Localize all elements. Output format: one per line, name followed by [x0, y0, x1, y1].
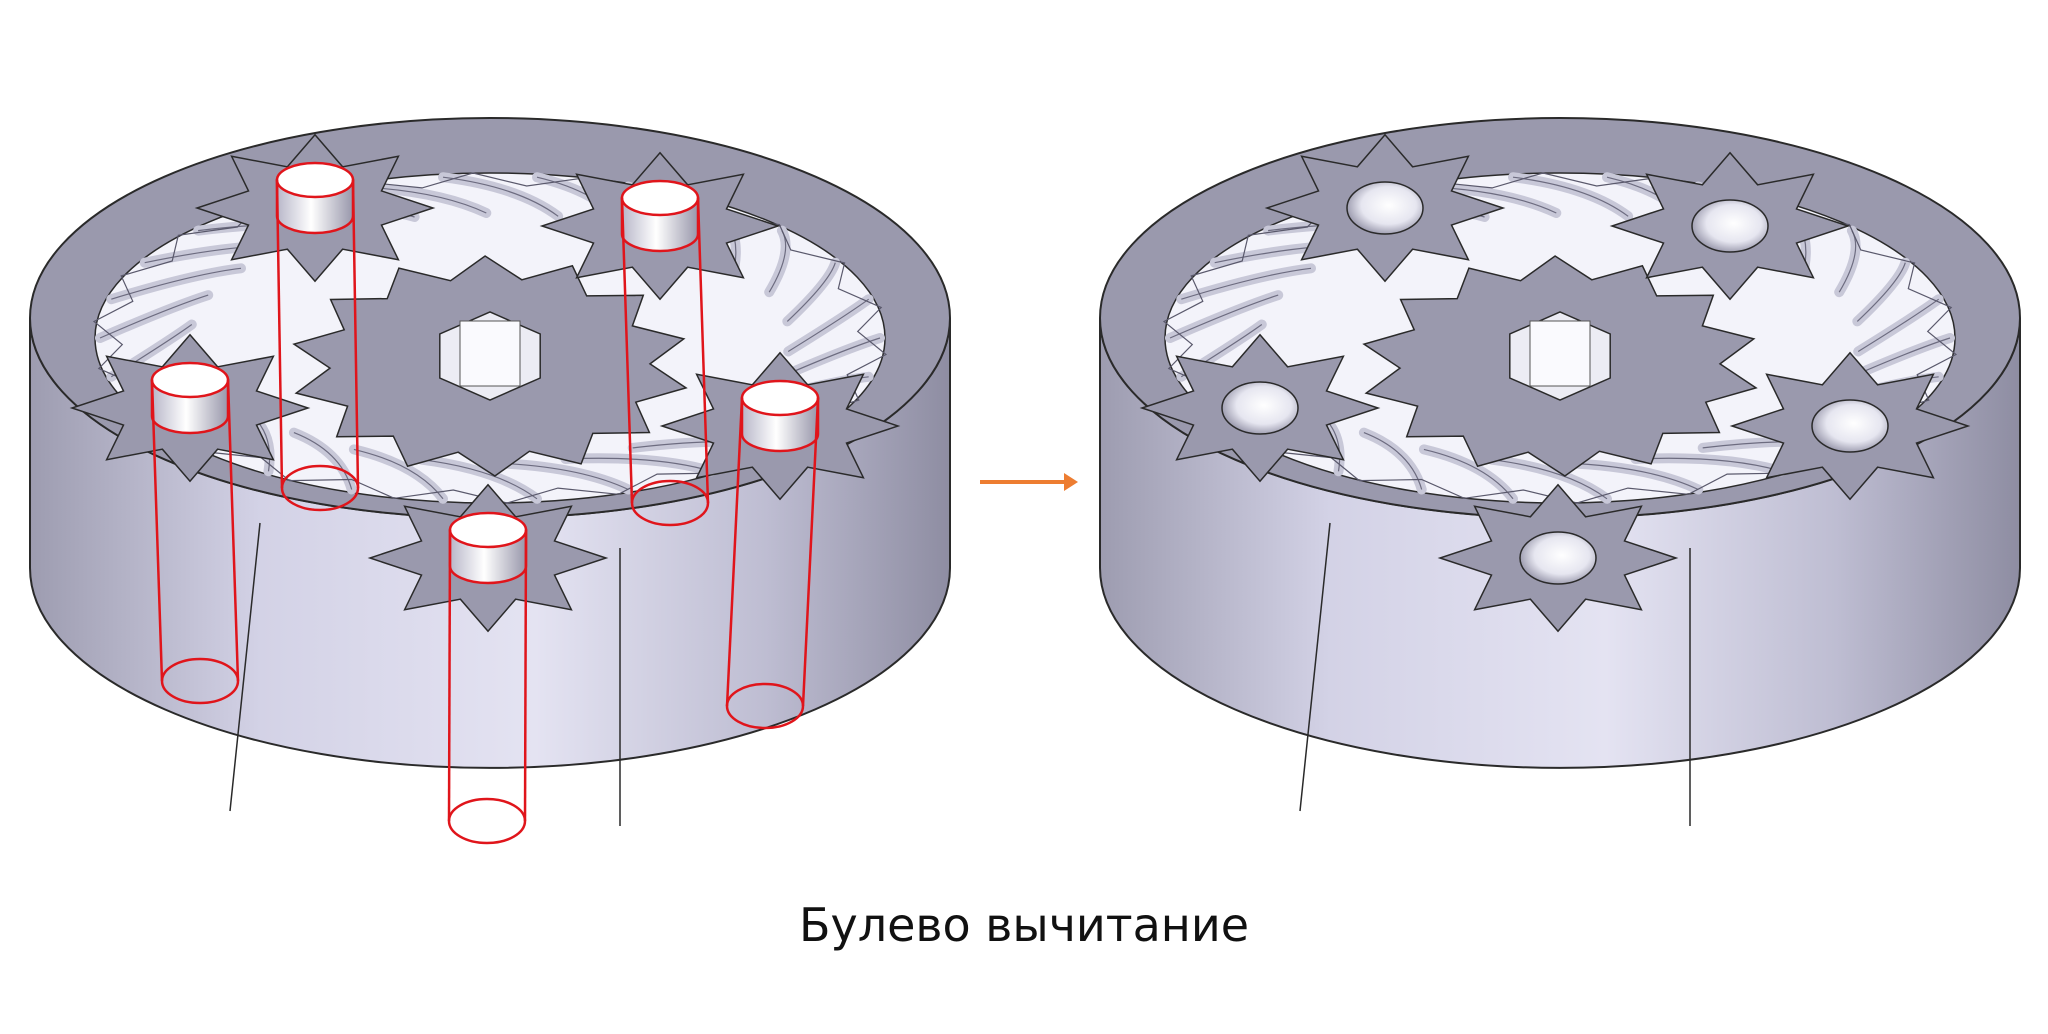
pin-hole: [1221, 381, 1299, 435]
pin-cylinder-top: [740, 379, 820, 417]
helical-flute-edge: [293, 432, 353, 490]
helical-flute-edge: [787, 298, 870, 353]
helical-flute-edge: [1363, 432, 1423, 490]
cut-tool-edge-line: [725, 397, 744, 707]
helical-flute-edge: [1491, 459, 1608, 500]
helical-flute-edge: [786, 262, 836, 322]
cut-tool-edge-line: [801, 397, 820, 707]
helical-flute-edge: [353, 448, 444, 500]
arrow-head: [1064, 473, 1078, 491]
helical-flute-edge: [442, 176, 559, 217]
cut-tool-bottom-ellipse: [280, 464, 360, 512]
cut-tool-edge-line: [351, 179, 360, 489]
cut-tool-edge-line: [620, 197, 634, 504]
pin-hole: [1346, 181, 1424, 235]
helical-flute-edge: [1856, 262, 1906, 322]
cut-tool-outlines: [150, 179, 820, 845]
helical-flute-edge: [565, 457, 712, 472]
helical-flute-edge: [1857, 298, 1940, 353]
pin-hole: [1519, 531, 1597, 585]
pin-cylinder-top: [150, 361, 230, 399]
helical-flute-edge: [99, 294, 209, 339]
pin-cylinder-top: [448, 511, 528, 549]
cut-tool-edge-line: [275, 179, 284, 489]
cut-tool-bottom-ellipse: [160, 657, 240, 705]
cut-tool-edge-line: [696, 197, 710, 504]
pin-cylinder-top: [620, 179, 700, 217]
cut-tool-edge-line: [150, 379, 164, 682]
helical-flute-edge: [1169, 294, 1279, 339]
cut-tool-bottom-ellipse: [447, 797, 527, 845]
cut-tool-edge-line: [226, 379, 240, 682]
operation-arrow: [980, 473, 1078, 491]
helical-flute-edge: [1635, 457, 1782, 472]
right-model-after: [1099, 117, 2021, 826]
pin-cylinder-top: [275, 161, 355, 199]
left-model-before: [29, 117, 951, 826]
pin-hole: [1811, 399, 1889, 453]
cut-tool-edge-line: [447, 529, 452, 822]
hexagon-hole-wall: [459, 320, 521, 387]
figure-caption: Булево вычитание: [798, 898, 1250, 952]
pin-hole: [1691, 199, 1769, 253]
helical-flute-edge: [421, 459, 538, 500]
cut-tool-bottom-ellipse: [630, 479, 710, 527]
helical-flute-edge: [1512, 176, 1629, 217]
cut-tool-edge-line: [523, 529, 528, 822]
disk-seam-line: [1299, 522, 1331, 812]
hexagon-hole-wall: [1529, 320, 1591, 387]
disk-seam-line: [229, 522, 261, 812]
cut-tool-bottom-ellipse: [725, 682, 805, 730]
helical-flute-edge: [1423, 448, 1514, 500]
